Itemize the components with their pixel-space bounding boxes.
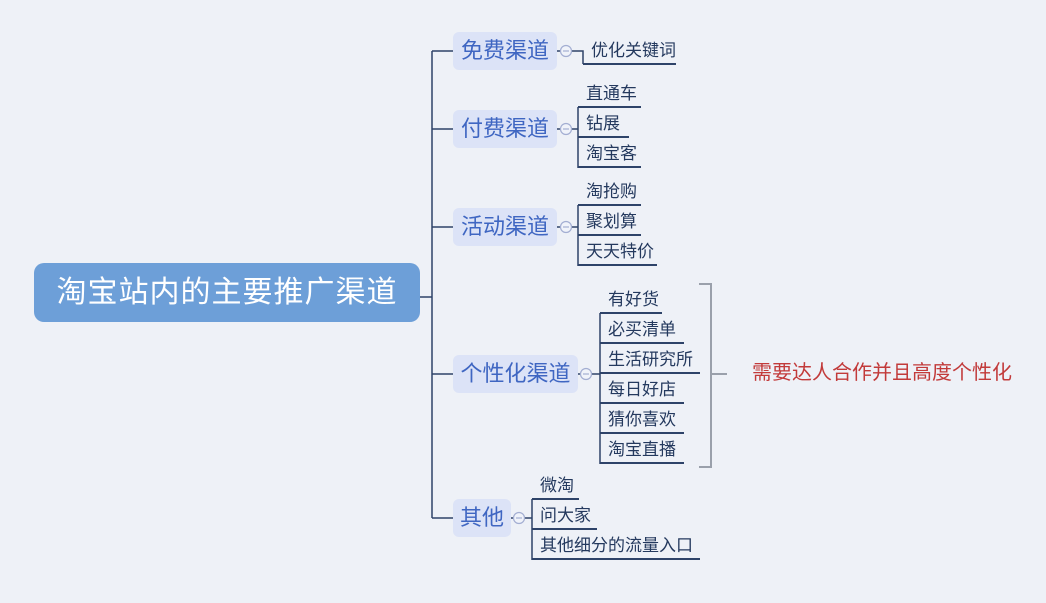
- child-topic[interactable]: 问大家: [532, 503, 597, 530]
- branch-free-channels[interactable]: 免费渠道: [453, 32, 557, 70]
- branch-paid-channels[interactable]: 付费渠道: [453, 110, 557, 148]
- collapse-toggle-icon[interactable]: [579, 367, 593, 381]
- child-topic[interactable]: 淘宝客: [578, 141, 641, 168]
- child-topic[interactable]: 其他细分的流量入口: [532, 533, 700, 560]
- child-topic[interactable]: 优化关键词: [583, 38, 676, 65]
- child-topic[interactable]: 淘抢购: [578, 179, 641, 206]
- group-note[interactable]: 需要达人合作并且高度个性化: [752, 362, 1012, 384]
- collapse-toggle-icon[interactable]: [559, 220, 573, 234]
- child-topic[interactable]: 淘宝直播: [600, 437, 684, 464]
- child-topic[interactable]: 微淘: [532, 473, 579, 500]
- branch-others[interactable]: 其他: [453, 499, 511, 537]
- child-topic[interactable]: 天天特价: [578, 239, 657, 266]
- child-topic[interactable]: 聚划算: [578, 209, 641, 236]
- child-topic[interactable]: 有好货: [600, 287, 662, 314]
- collapse-toggle-icon[interactable]: [559, 44, 573, 58]
- branch-personalized-channels[interactable]: 个性化渠道: [453, 355, 578, 393]
- collapse-toggle-icon[interactable]: [559, 122, 573, 136]
- child-topic[interactable]: 钻展: [578, 111, 629, 138]
- group-bracket: [699, 283, 727, 468]
- child-topic[interactable]: 必买清单: [600, 317, 684, 344]
- collapse-toggle-icon[interactable]: [512, 511, 526, 525]
- child-topic[interactable]: 直通车: [578, 81, 641, 108]
- child-topic[interactable]: 每日好店: [600, 377, 684, 404]
- branch-activity-channels[interactable]: 活动渠道: [453, 208, 557, 246]
- child-topic[interactable]: 生活研究所: [600, 347, 700, 374]
- root-topic[interactable]: 淘宝站内的主要推广渠道: [34, 263, 420, 322]
- child-topic[interactable]: 猜你喜欢: [600, 407, 684, 434]
